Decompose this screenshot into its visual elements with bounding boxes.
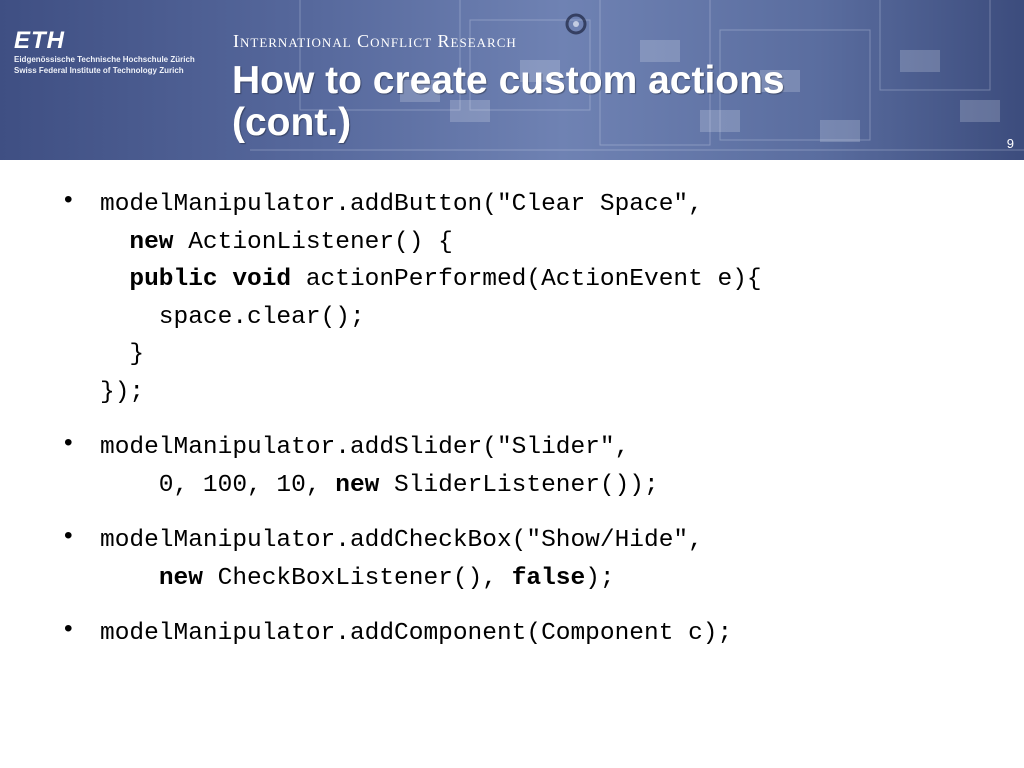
eth-logo: ETH Eidgenössische Technische Hochschule… (14, 28, 195, 76)
header-background-art (250, 0, 1024, 151)
bullet-dot: • (64, 522, 73, 549)
code-line: new ActionListener() { (100, 224, 1000, 262)
code-text: SliderListener()); (379, 471, 659, 499)
code-bullet: • modelManipulator.addCheckBox("Show/Hide… (60, 522, 1000, 597)
code-line: }); (100, 374, 1000, 412)
code-line: modelManipulator.addSlider("Slider", (100, 429, 1000, 467)
code-text: actionPerformed(ActionEvent e){ (291, 266, 762, 293)
code-line: modelManipulator.addComponent(Component … (100, 615, 1000, 653)
code-text: space.clear(); (100, 303, 365, 331)
code-keyword: new (335, 471, 380, 499)
eth-logo-subtitle-de: Eidgenössische Technische Hochschule Zür… (14, 55, 195, 64)
bullet-dot: • (64, 186, 73, 213)
code-line: space.clear(); (100, 299, 1000, 337)
eth-logo-subtitle-en: Swiss Federal Institute of Technology Zu… (14, 66, 184, 75)
code-keyword: new (158, 564, 203, 592)
bullet-dot: • (64, 429, 73, 456)
slide-title: How to create custom actions (cont.) (232, 60, 992, 144)
code-text (100, 565, 159, 592)
code-bullet: • modelManipulator.addSlider("Slider", 0,… (60, 429, 1000, 504)
code-text: modelManipulator.addCheckBox("Show/Hide"… (100, 527, 703, 554)
code-line: modelManipulator.addCheckBox("Show/Hide"… (100, 522, 1000, 560)
code-keyword: new (129, 228, 174, 256)
code-text: 0, 100, 10, (100, 471, 336, 499)
bullet-dot: • (64, 615, 73, 642)
code-text: modelManipulator.addComponent(Component … (100, 620, 733, 647)
code-bullet: • modelManipulator.addButton("Clear Space… (60, 186, 1000, 411)
code-text (218, 266, 233, 293)
code-text (100, 266, 129, 293)
code-keyword: false (511, 564, 586, 592)
code-line: } (100, 336, 1000, 374)
eth-logo-mark: ETH (14, 27, 65, 54)
code-text: modelManipulator.addSlider("Slider", (100, 434, 630, 461)
code-line: public void actionPerformed(ActionEvent … (100, 261, 1000, 299)
brand-title: International Conflict Research (233, 31, 517, 51)
code-text: ); (585, 564, 615, 592)
slide-body: • modelManipulator.addButton("Clear Space… (60, 186, 1000, 671)
page-number: 9 (1006, 136, 1014, 151)
code-line: modelManipulator.addButton("Clear Space"… (100, 186, 1000, 224)
code-keyword: public (129, 266, 218, 293)
slide-title-line1: How to create custom actions (232, 59, 785, 102)
slide-header: ETH Eidgenössische Technische Hochschule… (0, 0, 1024, 160)
code-text: }); (100, 378, 145, 406)
code-bullet: • modelManipulator.addComponent(Component… (60, 615, 1000, 653)
slide-title-line2: (cont.) (232, 101, 352, 144)
code-line: new CheckBoxListener(), false); (100, 560, 1000, 598)
code-text: modelManipulator.addButton("Clear Space"… (100, 191, 703, 218)
code-text: CheckBoxListener(), (202, 564, 512, 592)
code-line: 0, 100, 10, new SliderListener()); (100, 467, 1000, 505)
code-text (100, 229, 129, 256)
code-text: } (100, 341, 145, 368)
code-keyword: void (232, 266, 292, 293)
code-text: ActionListener() { (173, 228, 453, 256)
